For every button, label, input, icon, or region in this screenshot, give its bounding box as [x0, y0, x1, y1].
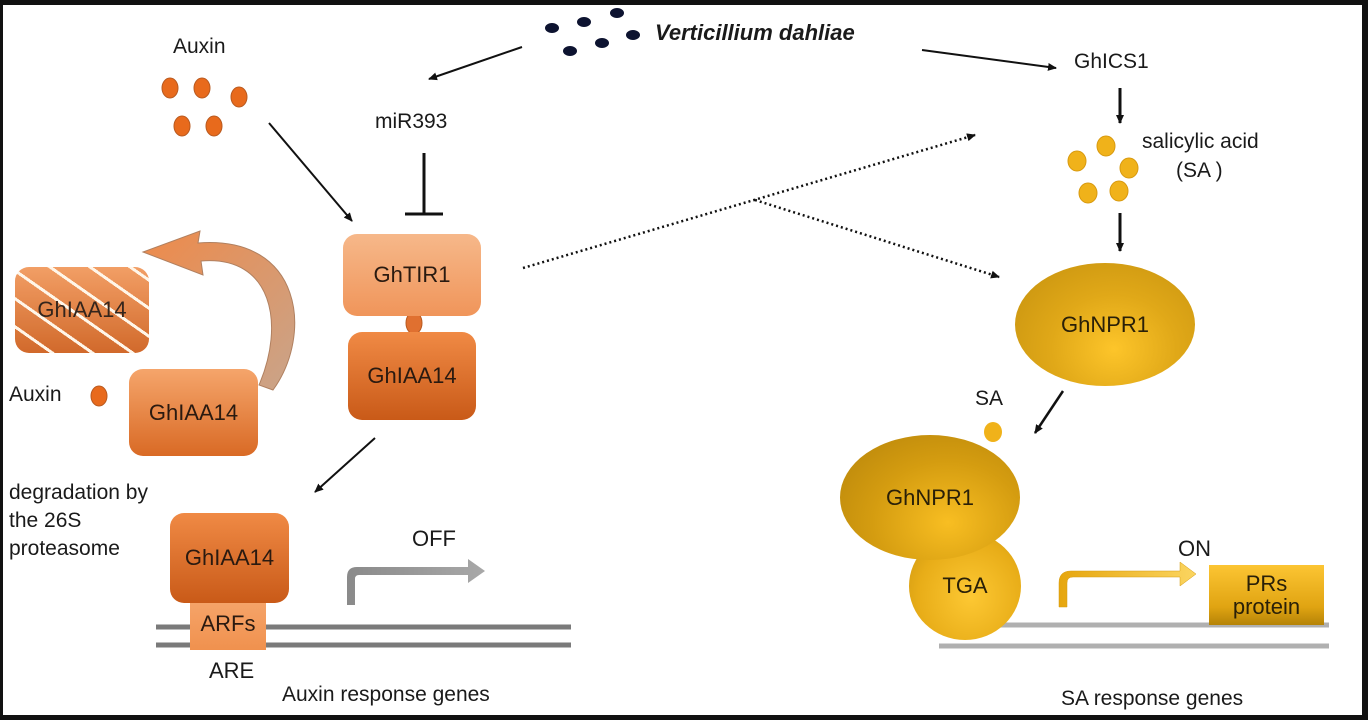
- prs-label-line1: PRs: [1245, 570, 1288, 596]
- sa-label-line1: salicylic acid: [1142, 130, 1259, 153]
- ghnpr1-bound-ellipse: GhNPR1: [840, 435, 1020, 560]
- sa-bound-molecule: [984, 422, 1002, 442]
- sa-small-label: SA: [975, 387, 1004, 410]
- transcription-arrow-off: [347, 559, 485, 605]
- ghnpr1-ellipse: GhNPR1: [1015, 263, 1195, 386]
- arfs-box: ARFs: [190, 597, 266, 650]
- pathogen-label: Verticillium dahliae: [655, 20, 855, 45]
- signaling-diagram: Verticillium dahliae Auxin miR393 GhICS1…: [3, 5, 1362, 715]
- auxin-single-molecule: [90, 385, 108, 407]
- ghtir1-box: GhTIR1: [343, 234, 481, 316]
- ghiaa14-bound-tir1-box: GhIAA14: [348, 332, 476, 420]
- degradation-note-line3: proteasome: [9, 537, 120, 560]
- sa-label-line2: (SA ): [1176, 159, 1223, 182]
- ghiaa14-degraded-box: GhIAA14: [15, 267, 149, 353]
- pathogen-spores: [545, 8, 640, 56]
- arrow-ghnpr1-to-complex: [1033, 390, 1065, 434]
- auxin-single-label: Auxin: [9, 383, 62, 406]
- dotted-branch-to-ghnpr1: [754, 198, 1000, 279]
- ghics1-label: GhICS1: [1074, 50, 1149, 73]
- auxin-genes-label: Auxin response genes: [282, 683, 490, 706]
- are-label: ARE: [209, 658, 255, 683]
- dotted-ghtir1-to-sa: [522, 133, 976, 270]
- prs-protein-box: PRs protein: [1209, 565, 1324, 625]
- sa-molecules: [1067, 135, 1139, 204]
- arrow-pathogen-to-ghics1: [921, 49, 1057, 71]
- arrow-auxin-to-ghtir1: [268, 122, 353, 222]
- ghiaa14-on-arfs-box: GhIAA14: [170, 513, 289, 603]
- inhibition-mir393-ghtir1: [405, 153, 443, 216]
- degradation-note-line2: the 26S: [9, 509, 82, 532]
- connector-layer: [90, 8, 1329, 649]
- mir393-label: miR393: [375, 110, 448, 133]
- prs-label-line2: protein: [1232, 594, 1301, 619]
- auxin-molecules: [161, 77, 248, 137]
- degradation-note-line1: degradation by: [9, 481, 148, 504]
- on-label: ON: [1178, 536, 1211, 561]
- off-label: OFF: [412, 526, 456, 551]
- ghiaa14-free-box: GhIAA14: [129, 369, 258, 456]
- transcription-arrow-on: [1058, 561, 1197, 608]
- arrow-ghiaa14-to-arfs: [314, 437, 376, 493]
- sa-genes-label: SA response genes: [1061, 687, 1244, 710]
- auxin-label: Auxin: [173, 35, 226, 58]
- arrow-pathogen-to-mir393: [428, 46, 523, 81]
- degradation-curve-arrow: [141, 230, 296, 391]
